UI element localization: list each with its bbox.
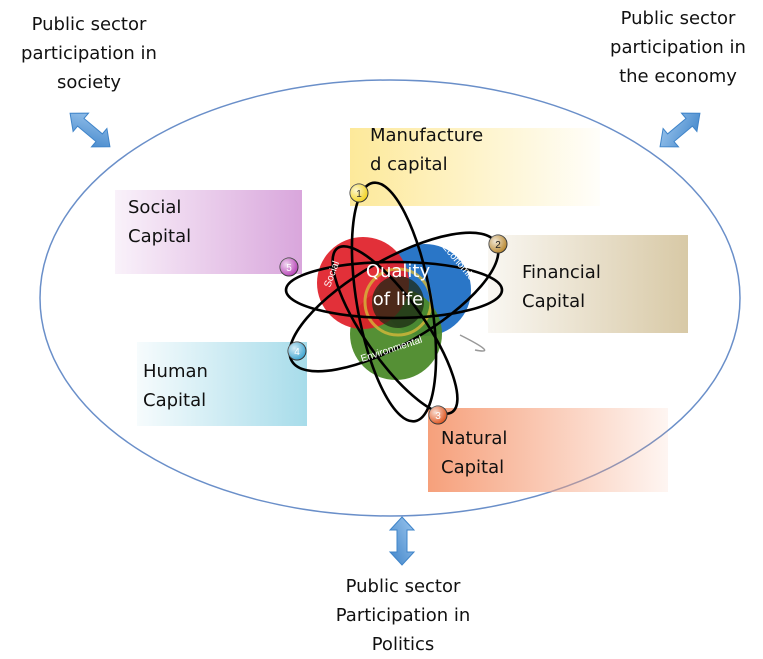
node-4-label: 4 <box>294 347 300 358</box>
node-3 <box>428 405 448 425</box>
node-4 <box>287 341 307 361</box>
label-natural-capital: Natural Capital <box>441 428 508 478</box>
natural-capital-box <box>428 408 668 492</box>
orbit-vertical <box>350 181 438 423</box>
label-public-sector-politics: Public sector Participation in Politics <box>335 576 471 655</box>
orbit-steep <box>331 244 459 416</box>
orbit-horizontal <box>284 260 504 320</box>
arrow-bottom-icon <box>388 516 416 566</box>
node-2-label: 2 <box>495 240 501 251</box>
arrow-top-right-icon <box>659 112 701 148</box>
grey-swoosh <box>459 334 486 352</box>
human-capital-box <box>137 342 307 426</box>
overlap-circle <box>372 276 424 328</box>
label-public-sector-society: Public sector participation in society <box>21 14 157 93</box>
financial-capital-box <box>488 235 688 333</box>
label-public-sector-economy: Public sector participation in the econo… <box>610 8 746 87</box>
node-1 <box>349 183 369 203</box>
node-5-label: 5 <box>286 263 292 274</box>
node-5 <box>279 257 299 277</box>
label-manufactured-capital: Manufacture d capital <box>370 125 484 175</box>
label-financial-capital: Financial Capital <box>522 262 601 312</box>
node-2 <box>488 234 508 254</box>
label-social-capital: Social Capital <box>128 197 192 247</box>
label-quality-of-life: Quality of life <box>365 261 431 310</box>
arrow-top-left-icon <box>69 112 111 148</box>
node-3-label: 3 <box>435 411 441 422</box>
social-capital-box <box>115 190 302 274</box>
label-human-capital: Human Capital <box>143 361 208 411</box>
outer-ellipse <box>39 79 741 517</box>
quality-of-life-core <box>317 237 471 380</box>
node-1-label: 1 <box>356 189 362 200</box>
